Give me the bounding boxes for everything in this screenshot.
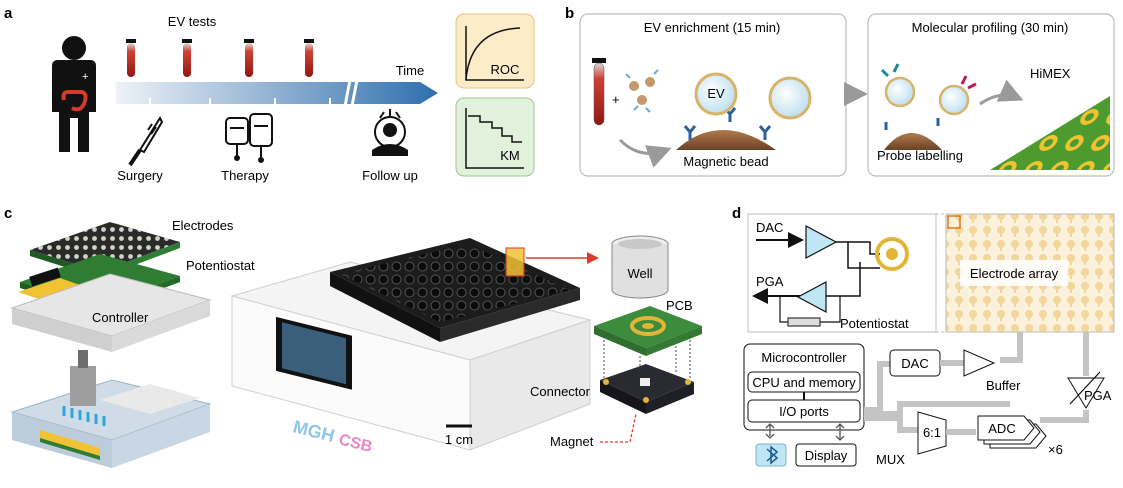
magnet-label: Magnet xyxy=(550,434,594,449)
device-brand: MGH xyxy=(291,416,337,446)
magnetic-bead xyxy=(676,130,776,150)
panel-b-letter: b xyxy=(565,5,574,22)
feedback-resistor xyxy=(787,317,821,327)
profiling-title: Molecular profiling (30 min) xyxy=(912,20,1069,35)
panel-d: d DAC PGA Potentiostat Electrode array M… xyxy=(732,205,1115,467)
surgery-label: Surgery xyxy=(117,168,163,183)
highlight-well xyxy=(505,247,525,277)
hmex-device: MGH CSB xyxy=(230,238,592,456)
pcb-label: PCB xyxy=(666,298,693,313)
device-sub: CSB xyxy=(337,431,374,456)
mux-ratio-label: 6:1 xyxy=(923,425,941,440)
arrow-icon xyxy=(618,138,672,168)
blood-tube-icon xyxy=(592,58,606,126)
himex-chip xyxy=(990,96,1110,170)
enrichment-title: EV enrichment (15 min) xyxy=(644,20,781,35)
circuit-dac-label: DAC xyxy=(756,220,783,235)
mux-label: MUX xyxy=(876,452,905,467)
panel-a: a + EV tests Time xyxy=(4,5,535,183)
small-ev-cluster xyxy=(625,69,659,113)
io-ports-box xyxy=(747,399,861,423)
mux-block xyxy=(917,411,947,455)
panel-c: c Electrodes Potentiostat Controller xyxy=(4,205,702,468)
panel-b: b EV enrichment (15 min) + EV Magnetic b… xyxy=(565,5,1115,177)
km-label: KM xyxy=(500,148,520,163)
therapy-label: Therapy xyxy=(221,168,269,183)
adc-stack xyxy=(977,415,1047,449)
plus-sign: + xyxy=(612,92,620,107)
dac-label: DAC xyxy=(901,356,928,371)
ev-tests-label: EV tests xyxy=(168,14,217,29)
himex-label: HiMEX xyxy=(1030,66,1071,81)
iv-bag-icon xyxy=(225,113,273,163)
magnetic-bead-2 xyxy=(884,133,942,150)
blood-tube-icon xyxy=(126,39,314,77)
circuit-potentiostat-label: Potentiostat xyxy=(840,316,909,331)
highlight-electrode xyxy=(947,215,961,229)
magnet-pointer xyxy=(600,413,637,443)
opamp-dac xyxy=(805,225,838,259)
connector-block xyxy=(600,364,694,414)
io-ports-label: I/O ports xyxy=(779,404,829,419)
signal-bus xyxy=(864,332,1089,433)
panel-d-letter: d xyxy=(732,205,741,222)
well-label: Well xyxy=(627,266,652,281)
pcb-tile xyxy=(594,306,702,356)
timeline-arrow xyxy=(116,79,438,107)
connector-label: Connector xyxy=(530,384,591,399)
person-icon: + xyxy=(52,36,96,152)
electrode-symbol xyxy=(875,237,909,271)
electrodes-label: Electrodes xyxy=(172,218,234,233)
roc-label: ROC xyxy=(491,62,520,77)
display-box xyxy=(795,443,857,467)
doctor-icon xyxy=(372,109,408,156)
roc-plot: ROC xyxy=(455,13,535,89)
magnetic-bead-label: Magnetic bead xyxy=(683,154,768,169)
arrow-icon xyxy=(979,79,1024,106)
panel-a-letter: a xyxy=(4,5,13,22)
assembled-stack xyxy=(10,350,212,468)
scalpel-icon xyxy=(128,115,164,167)
adc-label: ADC xyxy=(988,421,1015,436)
controller-label: Controller xyxy=(92,310,149,325)
ev-label: EV xyxy=(707,86,725,101)
probe-antibodies xyxy=(880,63,900,78)
potentiostat-circuit xyxy=(747,213,937,333)
time-label: Time xyxy=(396,63,424,78)
labelled-ev-2 xyxy=(938,84,970,116)
electrode-array-label: Electrode array xyxy=(970,266,1059,281)
scale-label: 1 cm xyxy=(445,432,473,447)
display-label: Display xyxy=(805,448,848,463)
ev-vesicle xyxy=(694,72,738,116)
opamp-pga xyxy=(796,280,827,314)
circuit-pga-label: PGA xyxy=(756,274,784,289)
panel-c-letter: c xyxy=(4,205,12,222)
potentiostat-label: Potentiostat xyxy=(186,258,255,273)
svg-text:+: + xyxy=(82,71,88,83)
microcontroller-label: Microcontroller xyxy=(761,350,847,365)
buffer-amp xyxy=(963,349,996,377)
km-plot: KM xyxy=(455,97,535,177)
pga-label: PGA xyxy=(1084,388,1112,403)
buffer-label: Buffer xyxy=(986,378,1021,393)
probe-labelling-label: Probe labelling xyxy=(877,148,963,163)
cpu-memory-label: CPU and memory xyxy=(752,375,856,390)
adc-multiplier-label: ×6 xyxy=(1048,442,1063,457)
ev-vesicle-2 xyxy=(768,76,812,120)
bead-antibodies xyxy=(683,107,772,140)
controller-box xyxy=(10,273,212,352)
well-icon xyxy=(611,235,669,299)
follow-up-label: Follow up xyxy=(362,168,418,183)
labelled-ev xyxy=(884,76,916,108)
pga-amp xyxy=(1067,377,1105,409)
